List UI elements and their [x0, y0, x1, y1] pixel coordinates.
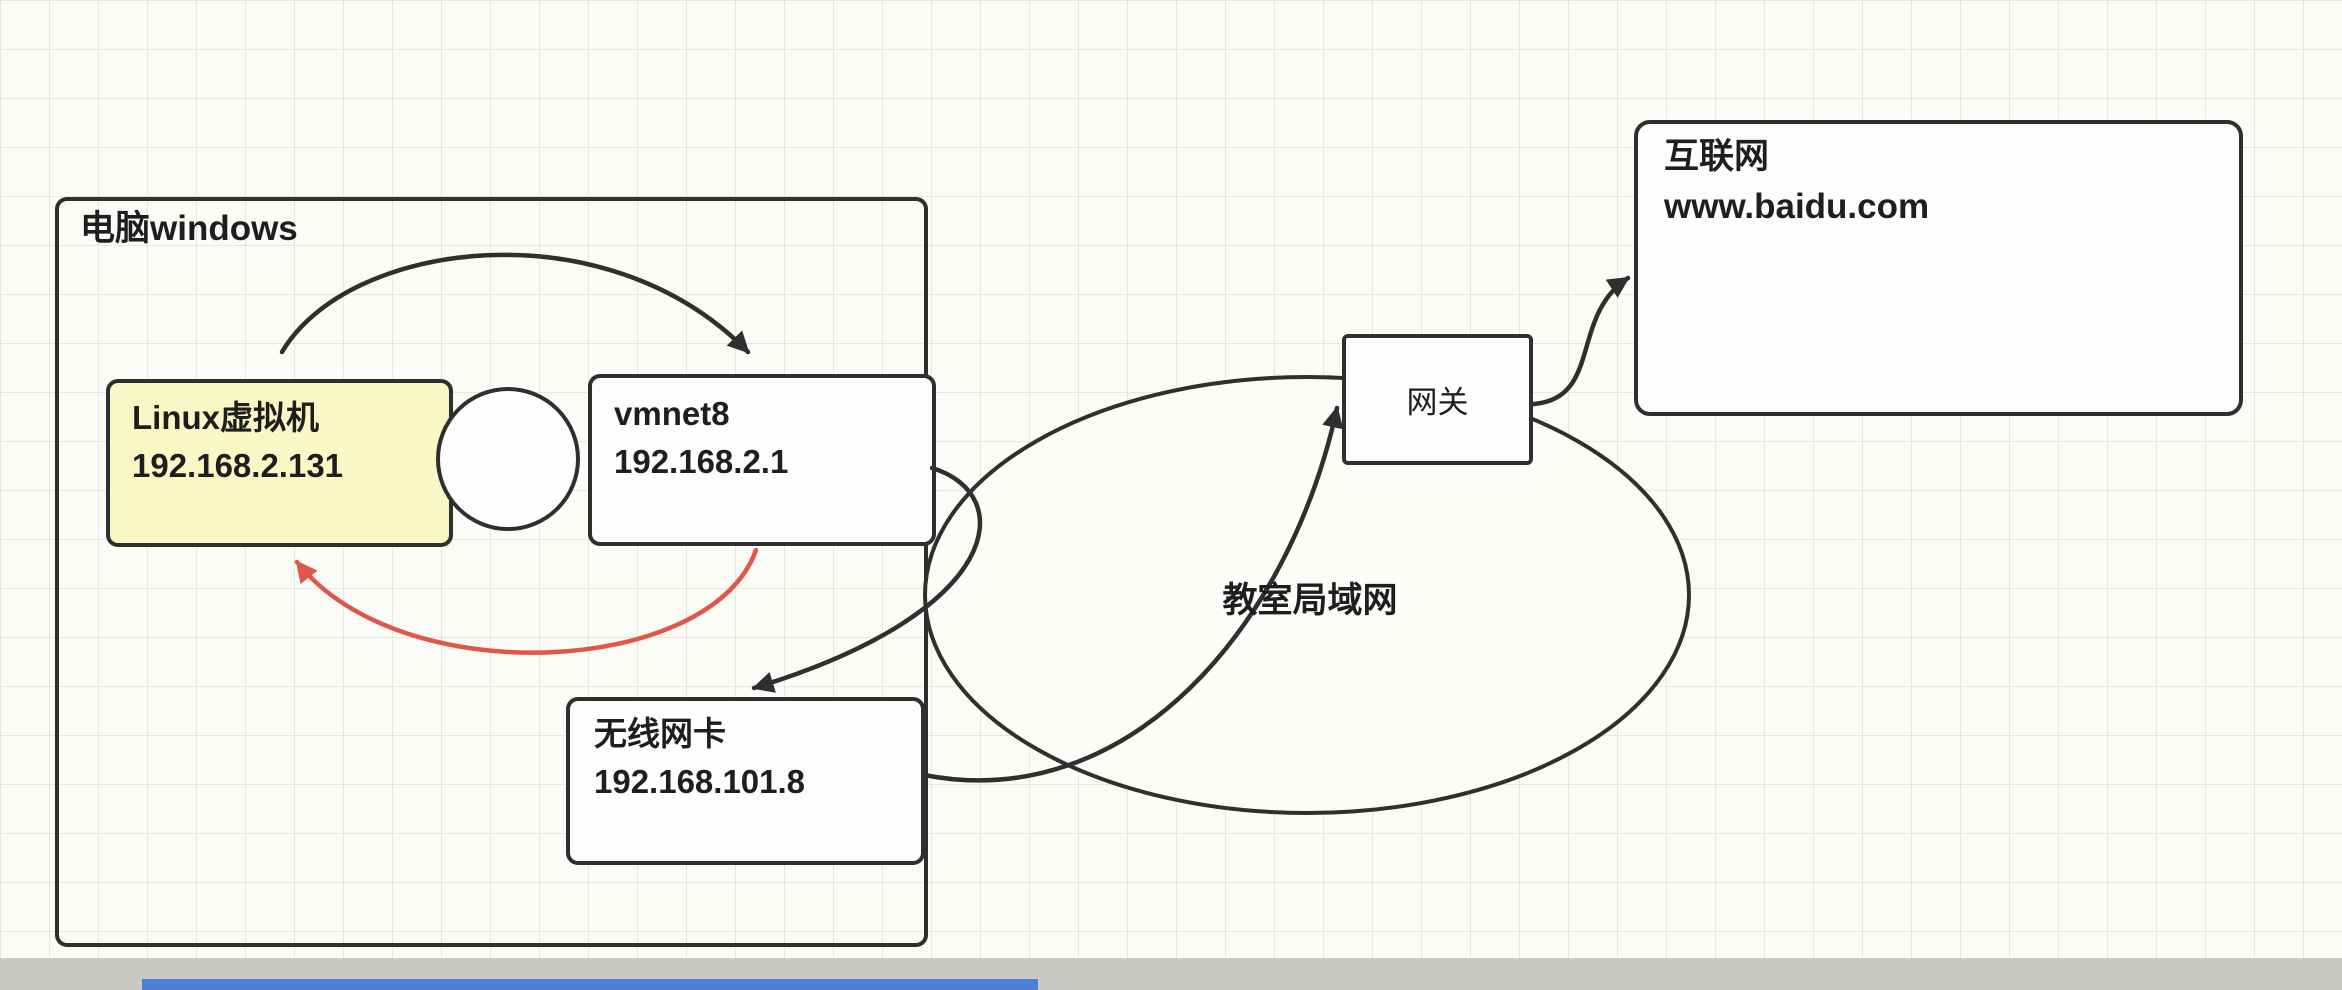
- linux-vm-ip: 192.168.2.131: [132, 447, 344, 484]
- wireless-nic-label: 无线网卡 192.168.101.8: [594, 710, 805, 806]
- gateway-box: [1342, 334, 1533, 465]
- linux-vm-label: Linux虚拟机 192.168.2.131: [132, 394, 343, 490]
- arrow-vmnet8-to-linux-red: [294, 547, 759, 655]
- connector-circle: [436, 387, 580, 531]
- arrow-wireless-to-gateway: [921, 405, 1344, 783]
- lan-ellipse: [923, 375, 1691, 815]
- arrow-vmnet8-to-wireless: [751, 465, 983, 693]
- vmnet8-ip: 192.168.2.1: [614, 443, 789, 480]
- arrow-linux-to-vmnet8: [279, 252, 751, 355]
- windows-box-label: 电脑windows: [80, 209, 298, 248]
- vmnet8-title: vmnet8: [614, 395, 730, 432]
- arrow-gateway-to-internet: [1531, 275, 1631, 407]
- internet-box: [1634, 120, 2243, 416]
- internet-label: 互联网 www.baidu.com: [1664, 132, 1929, 232]
- vmnet8-box: [588, 374, 936, 546]
- vmnet8-label: vmnet8 192.168.2.1: [614, 390, 788, 486]
- gateway-label: 网关: [1406, 385, 1469, 420]
- wireless-nic-title: 无线网卡: [594, 715, 726, 752]
- lan-ellipse-label: 教室局域网: [1222, 581, 1398, 620]
- linux-vm-title: Linux虚拟机: [132, 399, 319, 436]
- internet-url: www.baidu.com: [1664, 187, 1930, 226]
- internet-title: 互联网: [1664, 137, 1770, 176]
- background-window-edge: [142, 979, 1038, 990]
- wireless-nic-ip: 192.168.101.8: [594, 763, 806, 800]
- wireless-nic-box: [566, 697, 925, 865]
